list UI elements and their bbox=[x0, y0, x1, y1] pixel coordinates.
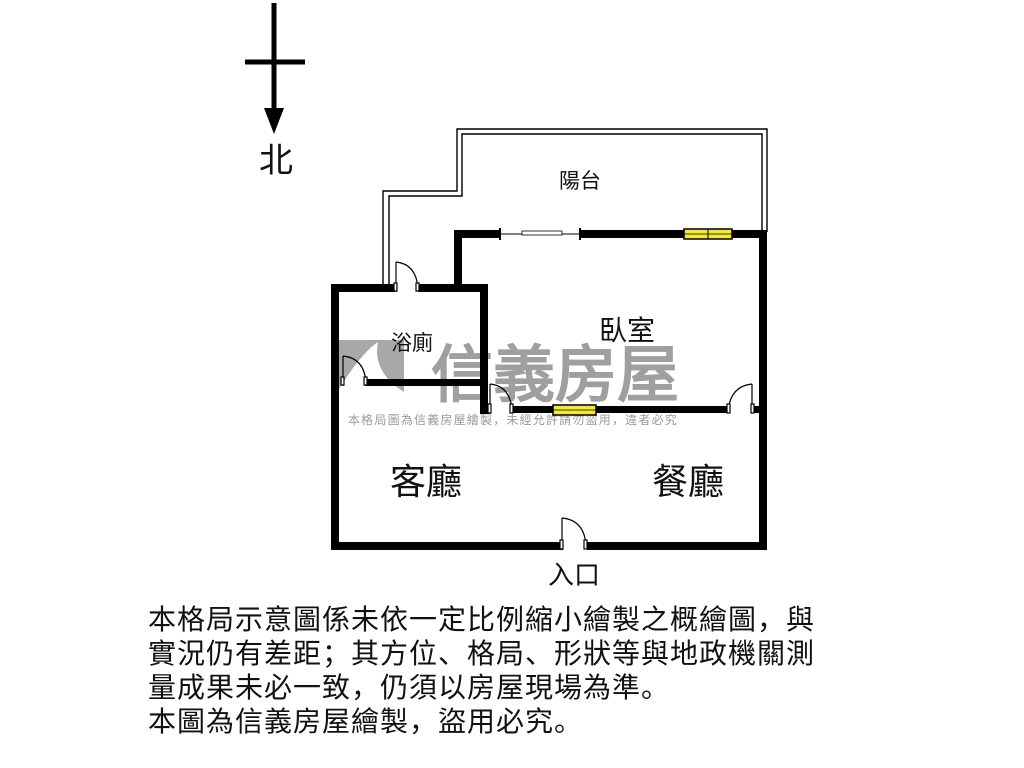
disclaimer-line: 本格局示意圖係未依一定比例縮小繪製之概繪圖，與 bbox=[148, 603, 816, 636]
window-bedroom-bottom bbox=[552, 404, 597, 416]
north-arrow-icon bbox=[245, 3, 305, 134]
door-bathroom bbox=[340, 355, 368, 386]
sliding-door bbox=[499, 228, 581, 240]
disclaimer-line: 實況仍有差距；其方位、格局、形狀等與地政機關測 bbox=[148, 637, 816, 670]
disclaimer-line: 量成果未必一致，仍須以房屋現場為準。 bbox=[148, 671, 671, 704]
door-bedroom-right bbox=[726, 383, 755, 414]
balcony-outline bbox=[382, 128, 768, 288]
room-label-bedroom: 臥室 bbox=[599, 314, 655, 347]
door-entrance bbox=[559, 517, 588, 550]
watermark-brand: 信義房屋 bbox=[431, 338, 679, 411]
room-label-living-room: 客廳 bbox=[390, 462, 462, 503]
door-bathroom-balcony bbox=[393, 261, 420, 292]
room-label-dining-room: 餐廳 bbox=[652, 462, 724, 503]
room-label-balcony: 陽台 bbox=[559, 169, 601, 193]
watermark-notice: 本格局圖為信義房屋繪製，未經允許請勿盜用，違者必究 bbox=[348, 412, 678, 427]
disclaimer: 本格局示意圖係未依一定比例縮小繪製之概繪圖，與 實況仍有差距；其方位、格局、形狀… bbox=[148, 603, 908, 739]
floor-plan: 北 陽台 信義房屋 本格局圖為信義房屋繪製，未經允許請勿盜用，違者必究 bbox=[245, 3, 768, 591]
walls bbox=[331, 230, 767, 550]
compass-label: 北 bbox=[259, 141, 293, 181]
entrance-label: 入口 bbox=[548, 561, 600, 591]
disclaimer-line: 本圖為信義房屋繪製，盜用必究。 bbox=[148, 705, 584, 738]
window-bedroom-top bbox=[683, 228, 733, 240]
room-label-bathroom: 浴廁 bbox=[391, 331, 433, 355]
door-bedroom-left bbox=[487, 383, 514, 414]
